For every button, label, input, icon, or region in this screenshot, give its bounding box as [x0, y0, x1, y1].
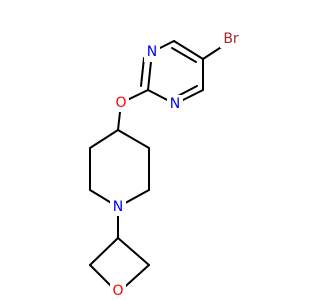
ether-oxygen-bg: [113, 94, 129, 112]
oxetane-oxygen: O: [110, 283, 126, 300]
pyrimidine-nitrogen-bottom-label: N: [170, 96, 180, 112]
bond-c5pip-c4pip: [89, 129, 119, 149]
piperidine-nitrogen: N: [110, 198, 126, 216]
bond-c5-c6: [173, 40, 204, 60]
bond-c5-c6-double: [171, 47, 197, 63]
pyrimidine-nitrogen-bottom-bg: [167, 95, 183, 113]
ether-oxygen-label: O: [115, 95, 126, 111]
bromine-atom-bg: [220, 30, 242, 48]
bromine-atom-label: Br: [223, 31, 239, 47]
oxetane-oxygen-bg: [110, 283, 126, 300]
bond-c3ox-c2ox: [117, 237, 150, 266]
pyrimidine-nitrogen-top-bg: [144, 44, 160, 62]
pyrimidine-nitrogen-bottom: N: [167, 95, 183, 113]
pyrimidine-nitrogen-top: N: [144, 44, 160, 62]
piperidine-nitrogen-label: N: [113, 199, 123, 215]
bromine-atom: Br: [220, 30, 242, 48]
pyrimidine-nitrogen-top-label: N: [147, 44, 157, 60]
bond-n1-c2-double: [140, 57, 145, 87]
atom-labels: Br N N O N O: [110, 30, 242, 300]
bonds: [89, 40, 230, 294]
chemical-structure-diagram: Br N N O N O: [89, 30, 242, 300]
bond-c4pip-c3pip: [117, 129, 150, 149]
ether-oxygen: O: [113, 94, 129, 112]
oxetane-oxygen-label: O: [112, 283, 123, 299]
bond-c4ox-c3ox: [89, 237, 119, 266]
piperidine-nitrogen-bg: [110, 198, 126, 216]
